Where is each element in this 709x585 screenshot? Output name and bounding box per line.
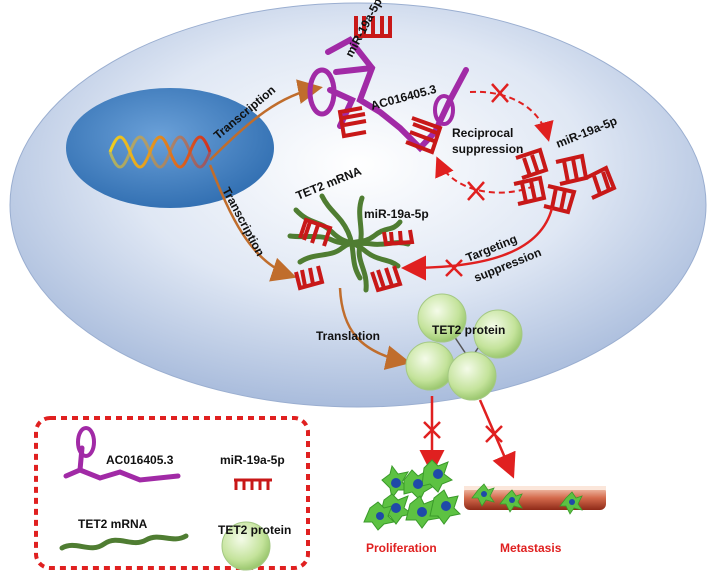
transcription-arrow-top bbox=[209, 79, 323, 161]
proliferation-label: Proliferation bbox=[366, 541, 437, 555]
mir-bound-label: miR-19a-5p bbox=[364, 207, 429, 221]
inhibit-x-lower-icon bbox=[423, 421, 503, 443]
legend-mrna-label: TET2 mRNA bbox=[78, 517, 148, 531]
reciprocal-suppression-label: suppression bbox=[452, 142, 523, 156]
reciprocal-label: Reciprocal bbox=[452, 126, 513, 140]
tet2-protein-label: TET2 protein bbox=[432, 323, 505, 337]
legend-lnc-label: AC016405.3 bbox=[106, 453, 174, 467]
targeting-arrow bbox=[401, 207, 554, 281]
mir-comb-lnc-left-icon bbox=[337, 106, 367, 139]
legend-mir-icon bbox=[234, 478, 272, 490]
tet2-protein-cluster bbox=[405, 293, 523, 401]
translation-arrow bbox=[338, 287, 411, 370]
blood-vessel-icon bbox=[464, 483, 606, 515]
mir-bound-mrna-icon bbox=[294, 217, 415, 293]
mir-comb-lnc-right-icon bbox=[405, 116, 443, 155]
mir-cluster-icon bbox=[513, 147, 617, 215]
legend-mrna-icon bbox=[59, 533, 189, 551]
legend-protein-icon bbox=[221, 521, 271, 571]
legend-protein-label: TET2 protein bbox=[218, 523, 291, 537]
translation-label: Translation bbox=[316, 329, 380, 343]
legend-lnc-icon bbox=[63, 426, 181, 483]
proliferating-cells-icon bbox=[363, 459, 462, 531]
targeting-x-icon bbox=[445, 259, 463, 277]
dna-helix-icon bbox=[108, 135, 212, 169]
reciprocal-arrow-upper bbox=[469, 90, 554, 142]
mir-comb-top-icon bbox=[354, 16, 392, 38]
legend-mir-label: miR-19a-5p bbox=[220, 453, 285, 467]
nucleus bbox=[66, 88, 274, 208]
inhibit-x-icon bbox=[467, 83, 509, 201]
transcription-arrow-bottom bbox=[208, 164, 297, 282]
metastasis-label: Metastasis bbox=[500, 541, 562, 555]
